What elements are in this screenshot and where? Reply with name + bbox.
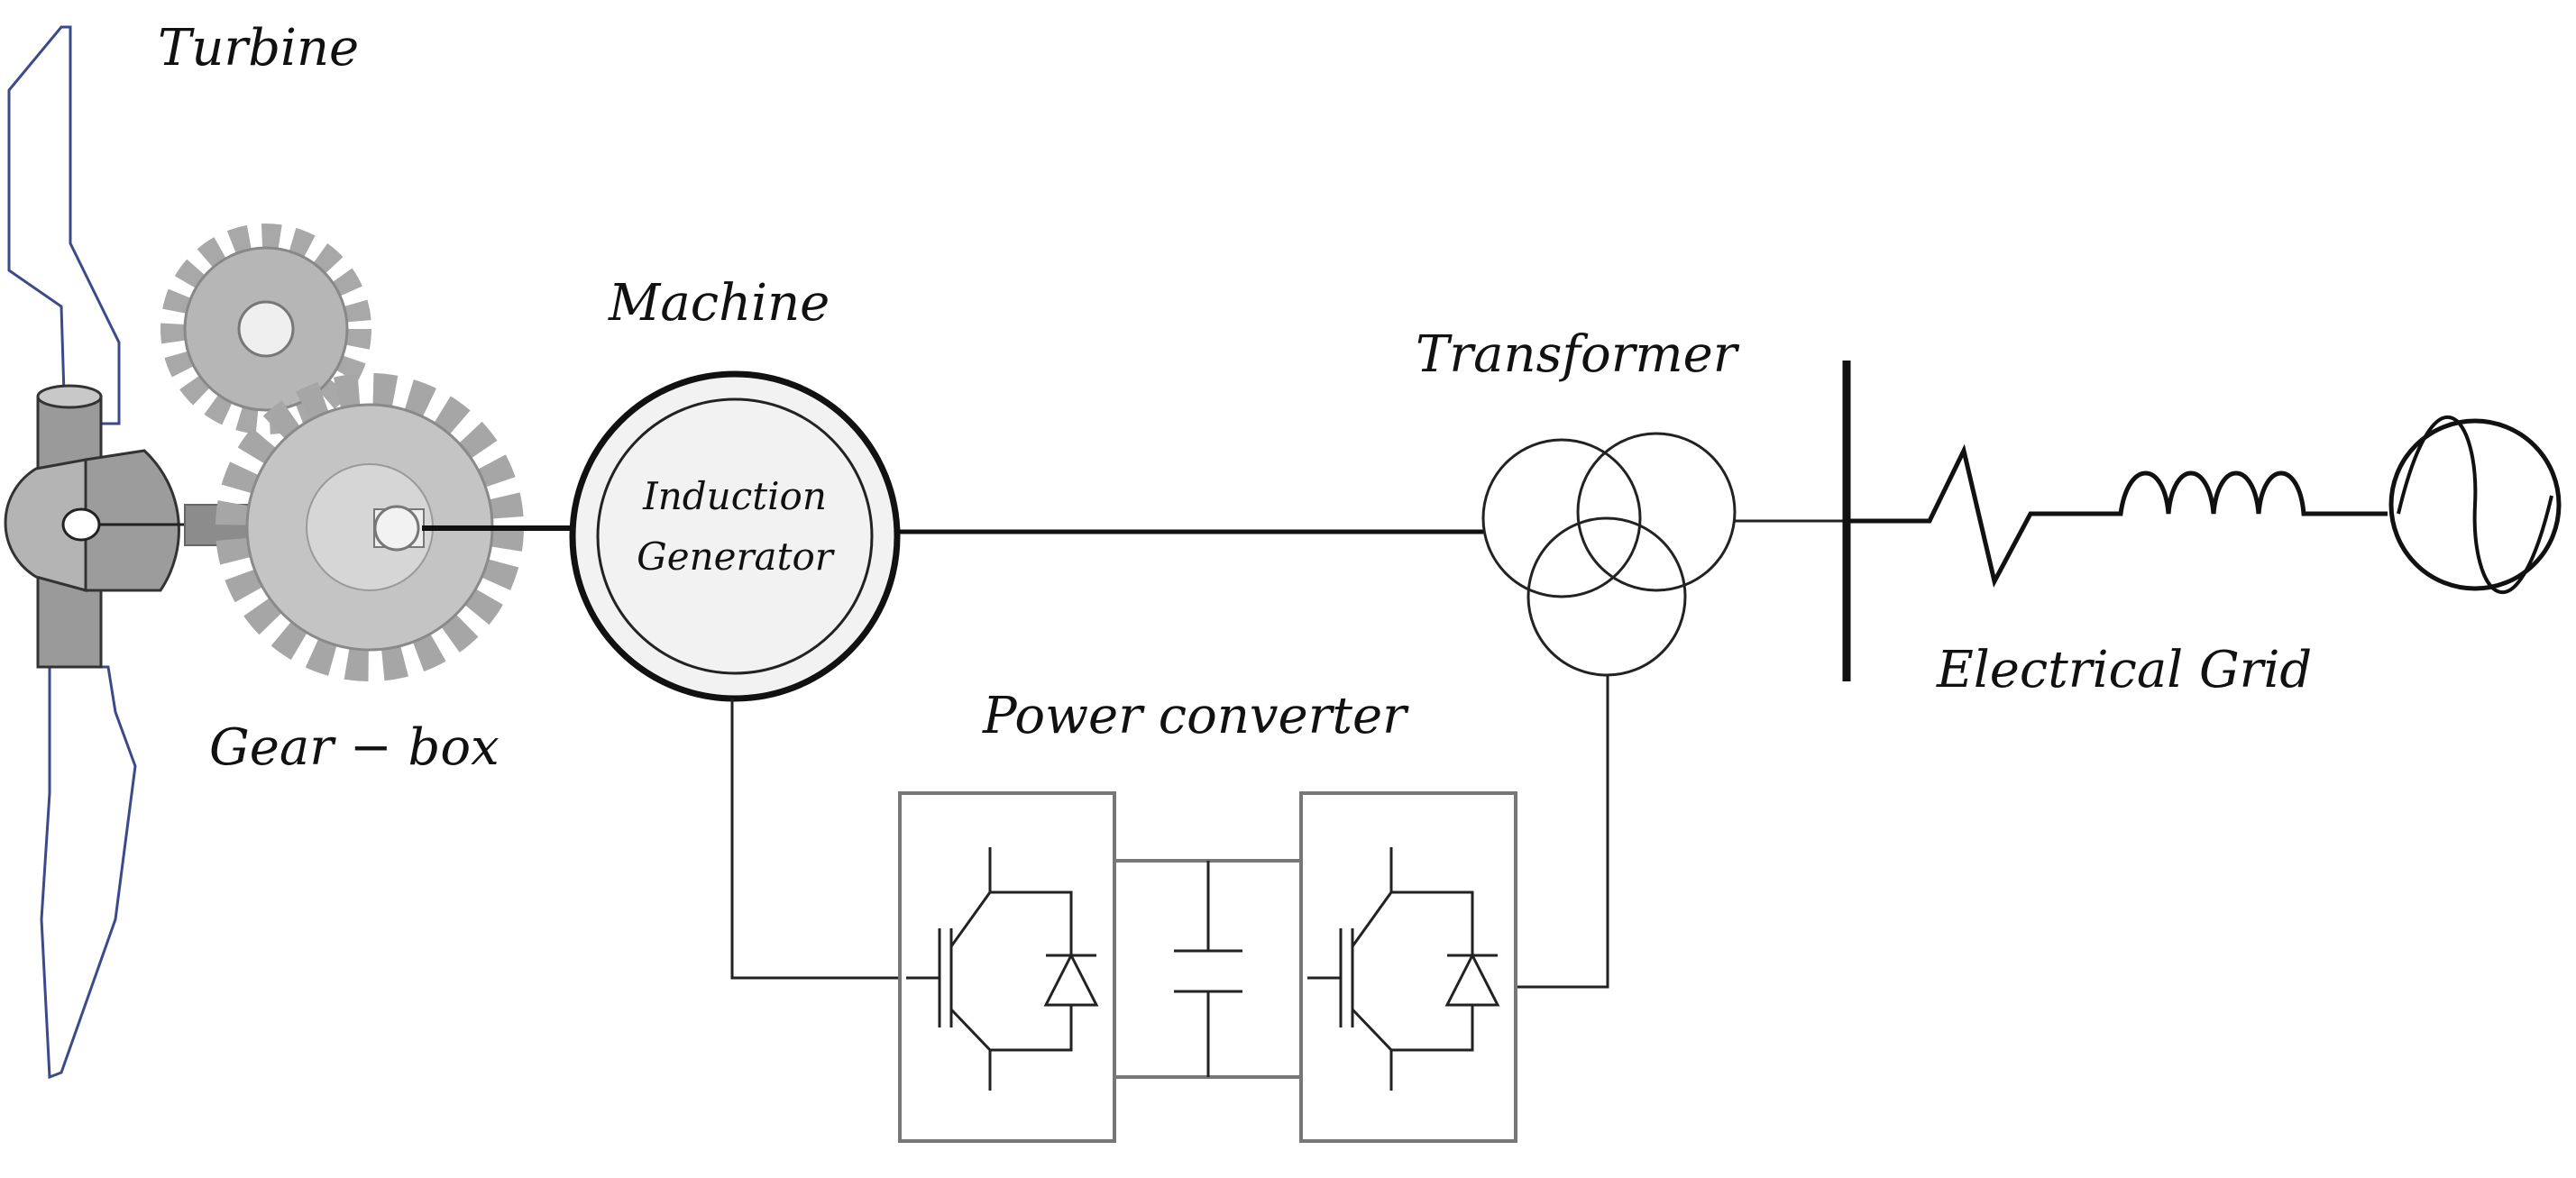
lower-blade-icon — [40, 665, 137, 1080]
generator-to-converter-wire — [730, 699, 906, 980]
diode-icon — [1444, 952, 1500, 1007]
turbine: Turbine — [4, 19, 359, 1080]
gearbox: Gear − box — [160, 224, 524, 777]
transformer-label: Transformer — [1416, 325, 1740, 384]
upper-blade-icon — [7, 25, 121, 425]
generator-inner-ring — [596, 397, 874, 675]
turbine-nacelle-icon — [84, 449, 180, 592]
generator-label-line1: Induction — [642, 474, 827, 518]
grid-side-converter-box — [1299, 791, 1517, 1143]
small-gear-icon — [160, 224, 371, 434]
turbine-hub-icon — [4, 458, 87, 592]
electrical-grid: Electrical Grid — [1842, 361, 2562, 699]
inductor-icon — [2110, 470, 2388, 516]
sine-wave-icon — [2397, 415, 2553, 594]
capacitor-icon — [1174, 861, 1242, 1077]
power-converter: Power converter — [898, 687, 1517, 1143]
turbine-shaft-hole — [61, 507, 101, 542]
resistor-icon — [1847, 443, 2110, 589]
generator-label-line2: Generator — [637, 534, 836, 579]
generator: Machine Induction Generator — [569, 274, 901, 702]
gearbox-label: Gear − box — [209, 718, 500, 777]
turbine-label: Turbine — [158, 19, 359, 78]
power-converter-label: Power converter — [982, 687, 1409, 745]
turbine-tower-top — [36, 384, 103, 409]
transformer-icon — [1481, 432, 1737, 677]
diode-icon — [1043, 952, 1099, 1007]
converter-to-transformer-wire — [1515, 676, 1609, 989]
electrical-grid-label: Electrical Grid — [1936, 641, 2312, 699]
rotor-side-converter-box — [898, 791, 1116, 1143]
machine-label: Machine — [608, 274, 830, 333]
